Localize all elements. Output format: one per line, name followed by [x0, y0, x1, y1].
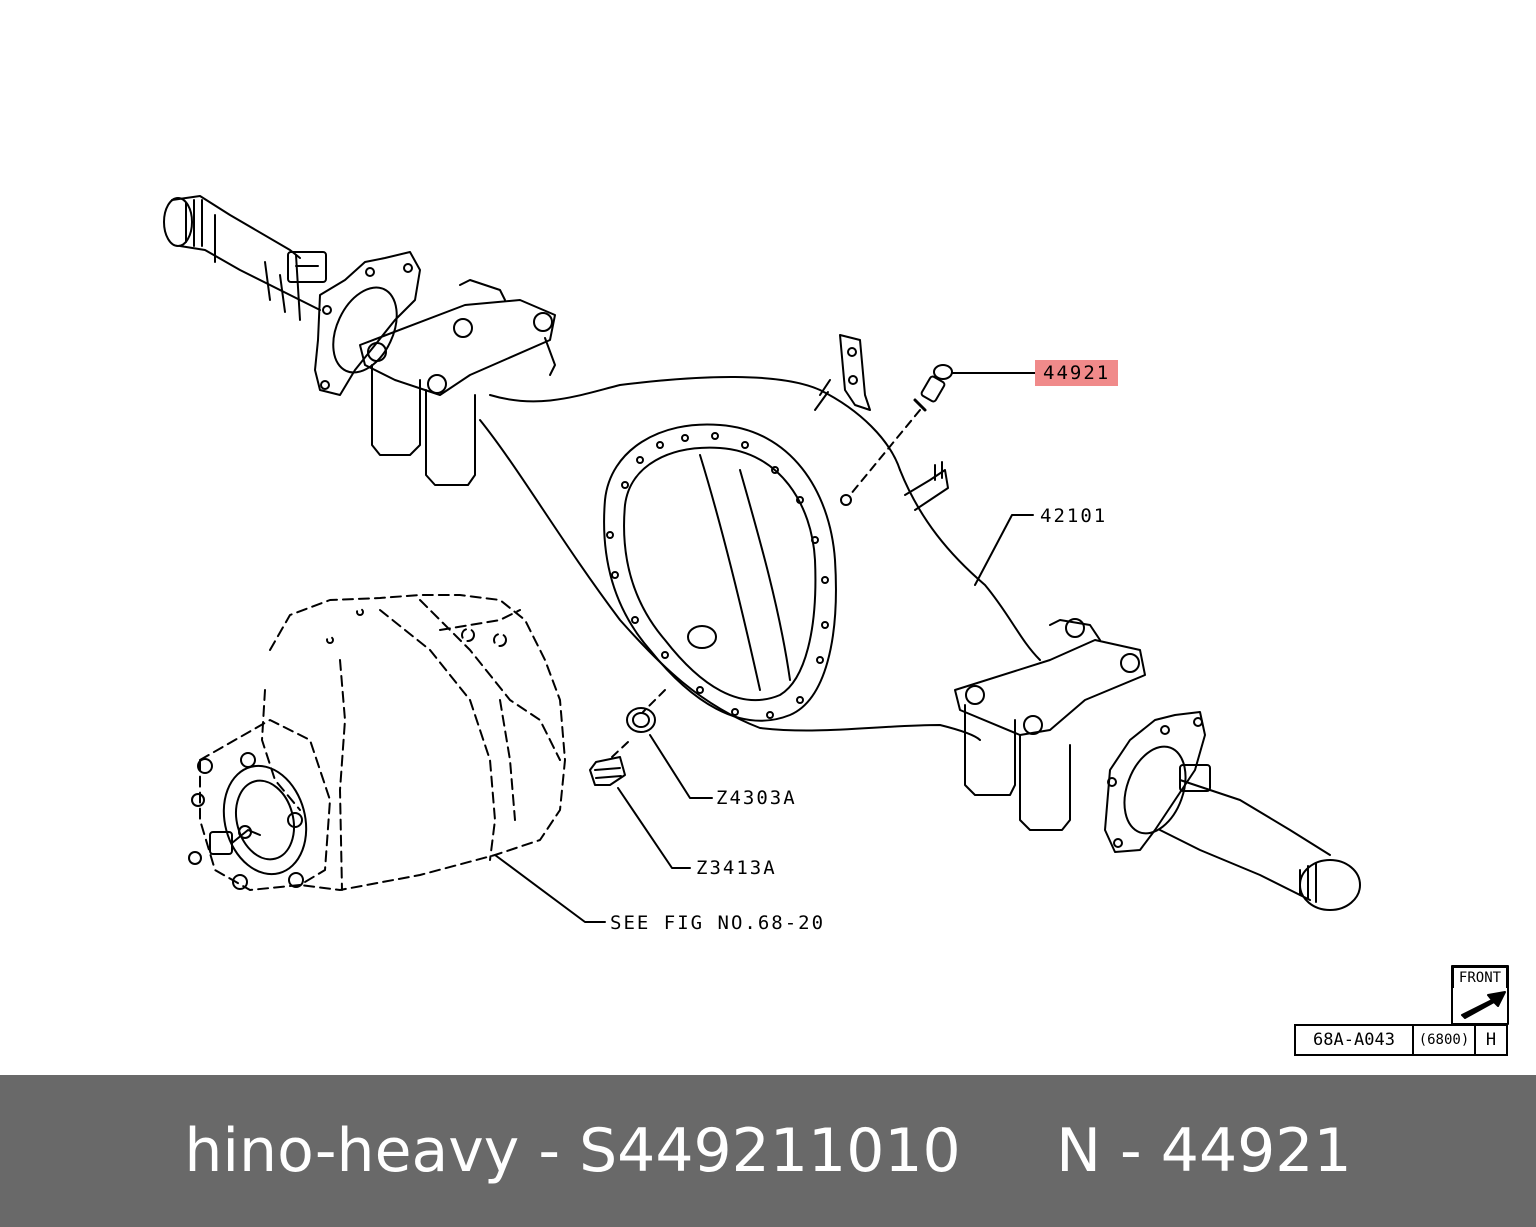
- footer-caption: hino-heavy - S449211010 N - 44921: [184, 1116, 1352, 1186]
- callout-44921[interactable]: 44921: [1035, 360, 1119, 386]
- footer-bar: hino-heavy - S449211010 N - 44921: [0, 1075, 1536, 1227]
- callout-z4303a[interactable]: Z4303A: [716, 787, 797, 809]
- pinion-flange: [188, 719, 331, 891]
- parts-diagram: 44921 42101 Z4303A Z3413A SEE FIG NO.68-…: [163, 195, 1509, 1056]
- right-axle-end: [1104, 711, 1361, 911]
- model-code-box: (6800): [1412, 1024, 1476, 1056]
- leader-z3413a: [617, 787, 691, 869]
- figure-code-box: 68A-A043: [1294, 1024, 1414, 1056]
- front-label: FRONT: [1452, 966, 1508, 988]
- left-spring-seat: [359, 279, 556, 486]
- leader-z4303a: [649, 734, 713, 799]
- callout-see-fig[interactable]: SEE FIG NO.68-20: [610, 912, 826, 934]
- callout-z3413a[interactable]: Z3413A: [696, 857, 777, 879]
- top-brackets: [839, 334, 949, 511]
- leader-see-fig: [494, 854, 606, 923]
- carrier-opening: [603, 423, 837, 722]
- breather-plug-44921: [840, 364, 953, 506]
- variant-box: H: [1474, 1024, 1508, 1056]
- differential-carrier: [261, 594, 566, 891]
- drain-gasket-and-plug: [589, 689, 713, 869]
- callout-42101[interactable]: 42101: [1040, 505, 1108, 527]
- left-axle-end: [163, 195, 327, 321]
- left-flange: [314, 251, 421, 396]
- right-spring-seat: [954, 618, 1146, 831]
- leader-42101: [974, 514, 1034, 586]
